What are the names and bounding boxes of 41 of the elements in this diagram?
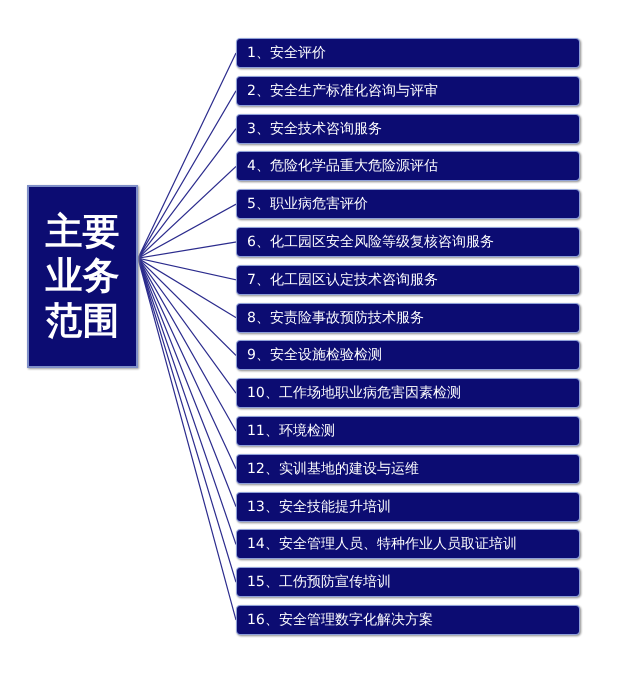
service-box (236, 38, 580, 68)
service-box (236, 416, 580, 446)
service-box (236, 302, 580, 333)
service-label: 4、危险化学品重大危险源评估 (247, 157, 438, 176)
service-box (236, 492, 580, 522)
service-box (236, 340, 580, 370)
service-box (236, 76, 580, 106)
service-box (236, 378, 580, 408)
service-box (236, 151, 580, 182)
service-box (236, 264, 580, 295)
service-label: 1、安全评价 (247, 44, 326, 62)
service-label: 12、实训基地的建设与运维 (247, 460, 419, 478)
connector-line (138, 258, 236, 356)
service-label: 16、安全管理数字化解决方案 (247, 611, 433, 629)
connector-line (137, 52, 237, 258)
service-label: 13、安全技能提升培训 (247, 498, 391, 516)
service-box (236, 227, 580, 257)
service-box (236, 454, 580, 484)
service-box (236, 605, 580, 635)
title-box (27, 185, 138, 368)
service-label: 11、环境检测 (247, 422, 335, 440)
connector-line (138, 258, 236, 318)
connector-line (138, 166, 236, 259)
service-label: 3、安全技术咨询服务 (247, 120, 382, 138)
service-box (236, 189, 580, 220)
service-label: 2、安全生产标准化咨询与评审 (247, 82, 438, 100)
connector-line (138, 241, 236, 259)
connector-line (138, 258, 236, 280)
service-label: 14、安全管理人员、特种作业人员取证培训 (247, 535, 517, 554)
service-label: 9、安全设施检验检测 (247, 346, 382, 364)
service-box (236, 529, 580, 560)
service-label: 6、化工园区安全风险等级复核咨询服务 (247, 233, 494, 251)
heading-text: 主要业务范围 (44, 210, 120, 344)
service-label: 8、安责险事故预防技术服务 (247, 308, 424, 327)
service-label: 5、职业病危害评价 (247, 195, 368, 214)
service-box (236, 114, 580, 144)
service-label: 15、工伤预防宣传培训 (247, 573, 391, 592)
service-label: 10、工作场地职业病危害因素检测 (247, 384, 461, 402)
service-box (236, 567, 580, 598)
service-label: 7、化工园区认定技术咨询服务 (247, 270, 438, 289)
connector-line (138, 204, 236, 259)
